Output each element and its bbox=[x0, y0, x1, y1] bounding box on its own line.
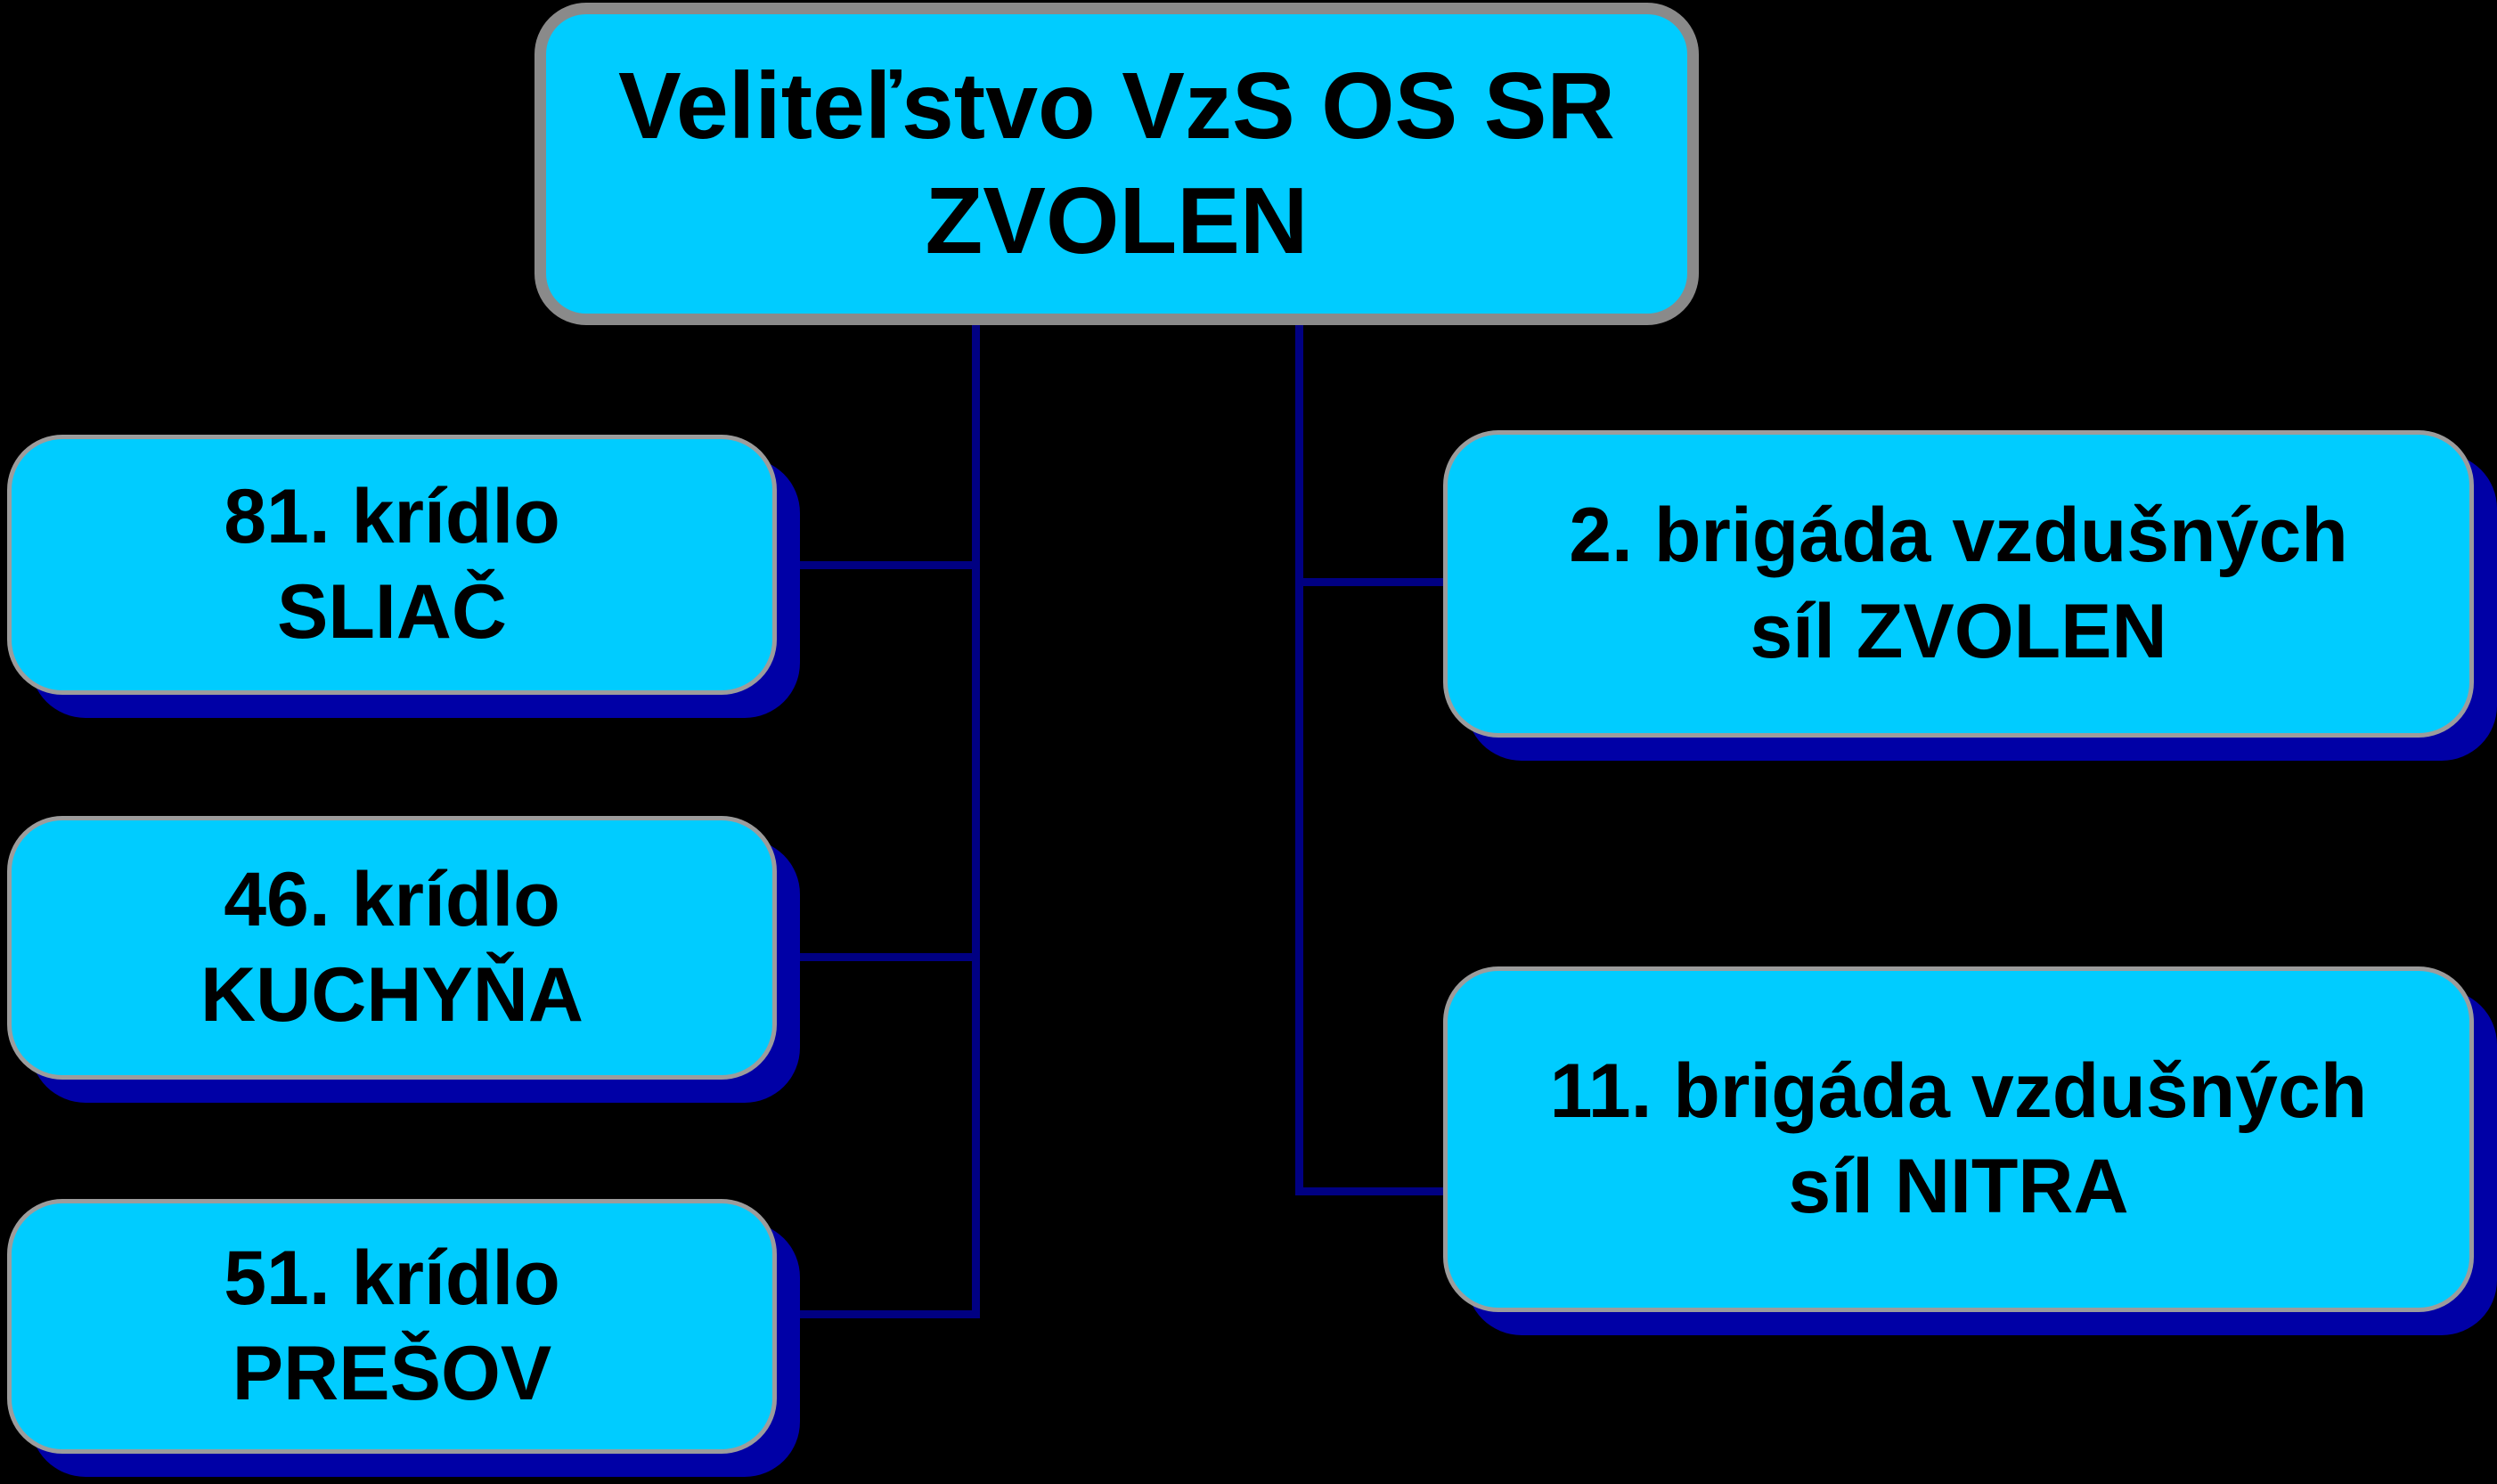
connector-branch-81-kridlo bbox=[773, 561, 980, 569]
connector-branch-51-kridlo bbox=[773, 1310, 980, 1318]
org-node-46-kridlo-kuchyna: 46. krídlo KUCHYŇA bbox=[7, 816, 777, 1080]
org-node-2-brigada-line2: síl ZVOLEN bbox=[1750, 588, 2167, 674]
connector-branch-11-brigada bbox=[1295, 1187, 1465, 1195]
org-node-2-brigada-line1: 2. brigáda vzdušných bbox=[1569, 493, 2348, 578]
org-node-51-kridlo-presov: 51. krídlo PREŠOV bbox=[7, 1199, 777, 1454]
org-node-81-kridlo-sliac: 81. krídlo SLIAČ bbox=[7, 435, 777, 695]
org-node-root-line1: Veliteľstvo VzS OS SR bbox=[618, 53, 1615, 159]
org-node-51-kridlo-line2: PREŠOV bbox=[232, 1331, 552, 1416]
connector-branch-46-kridlo bbox=[773, 953, 980, 961]
connector-branch-2-brigada bbox=[1295, 578, 1465, 586]
org-node-root-line2: ZVOLEN bbox=[925, 168, 1309, 273]
org-node-2-brigada-zvolen: 2. brigáda vzdušných síl ZVOLEN bbox=[1443, 430, 2474, 738]
org-node-11-brigada-line1: 11. brigáda vzdušných bbox=[1549, 1048, 2368, 1134]
org-node-46-kridlo-line1: 46. krídlo bbox=[224, 856, 560, 942]
org-node-root: Veliteľstvo VzS OS SR ZVOLEN bbox=[534, 3, 1699, 325]
org-node-81-kridlo-line1: 81. krídlo bbox=[224, 473, 560, 559]
org-node-11-brigada-line2: síl NITRA bbox=[1788, 1144, 2129, 1229]
connector-right-trunk bbox=[1295, 325, 1303, 1195]
org-node-81-kridlo-line2: SLIAČ bbox=[277, 569, 507, 655]
org-node-46-kridlo-line2: KUCHYŇA bbox=[200, 952, 583, 1038]
connector-left-trunk bbox=[972, 325, 980, 1318]
org-node-11-brigada-nitra: 11. brigáda vzdušných síl NITRA bbox=[1443, 966, 2474, 1312]
org-node-51-kridlo-line1: 51. krídlo bbox=[224, 1235, 560, 1321]
